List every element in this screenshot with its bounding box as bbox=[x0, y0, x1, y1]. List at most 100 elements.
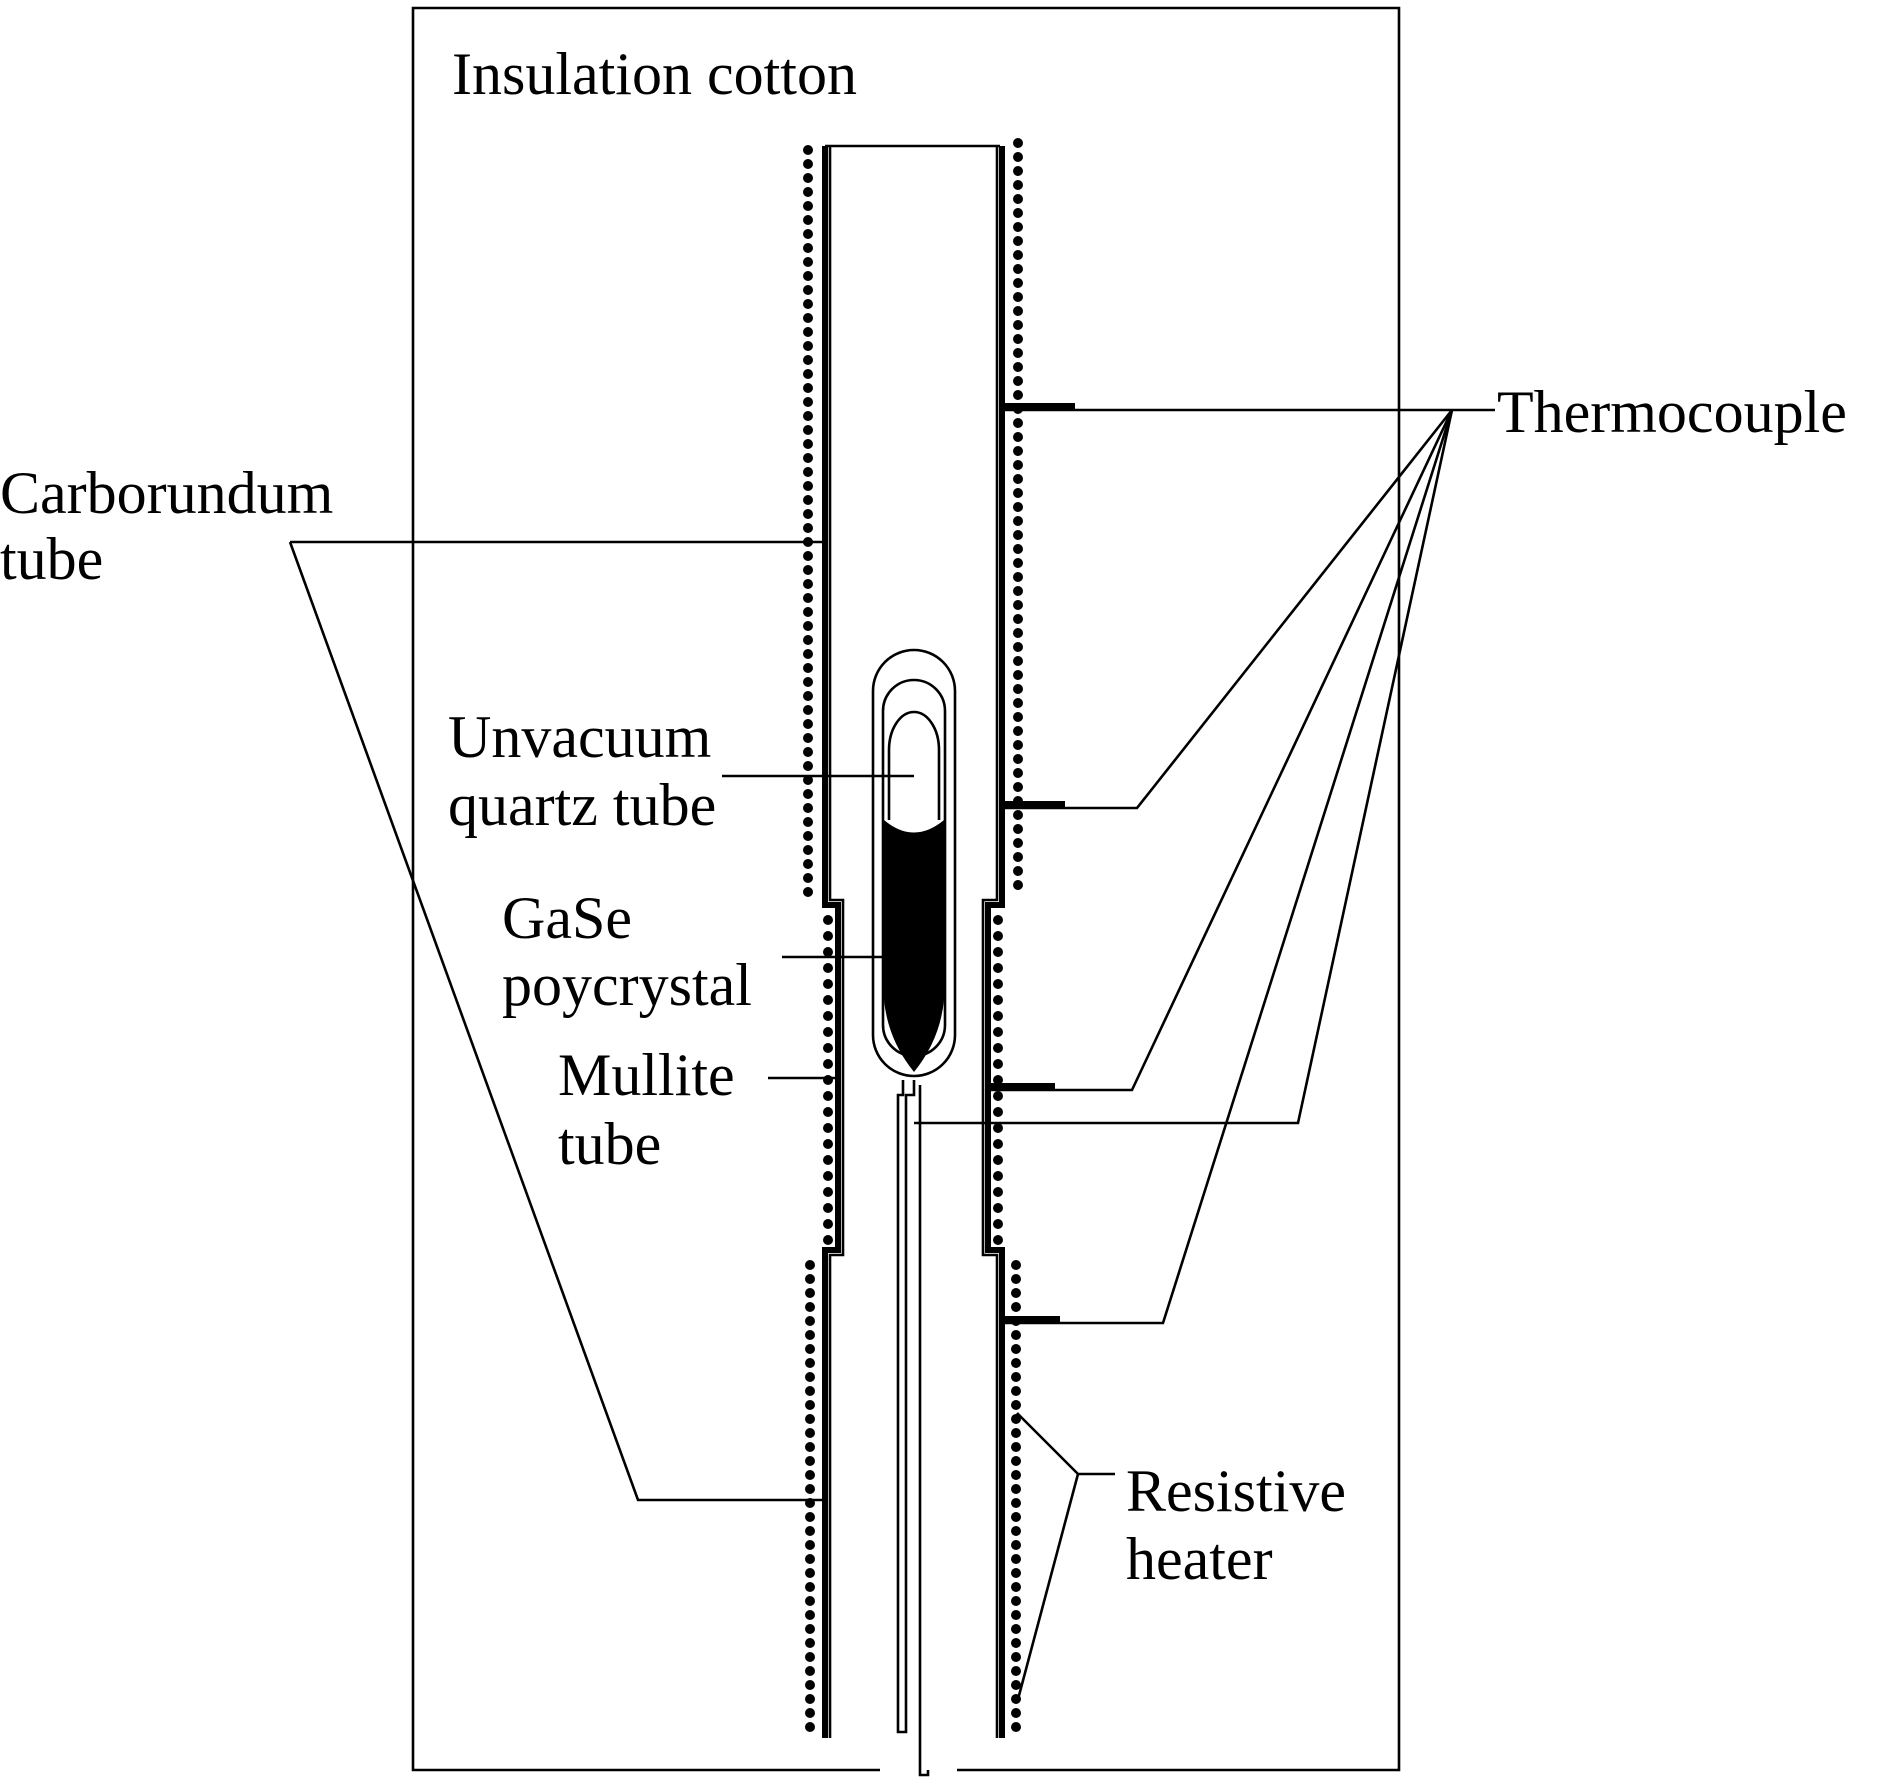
heater-coil-dot bbox=[1013, 418, 1023, 428]
label-quartz-line2: quartz tube bbox=[448, 772, 716, 838]
resistive-heater-coils bbox=[803, 138, 1023, 1732]
heater-coil-dot bbox=[1013, 530, 1023, 540]
heater-coil-dot bbox=[823, 1107, 833, 1117]
thermocouple-wire-center bbox=[918, 1085, 930, 1777]
heater-coil-dot bbox=[1013, 614, 1023, 624]
heater-coil-dot bbox=[1013, 222, 1023, 232]
heater-coil-dot bbox=[803, 677, 813, 687]
heater-coil-dot bbox=[1013, 334, 1023, 344]
heater-coil-dot bbox=[803, 495, 813, 505]
heater-coil-dot bbox=[805, 1344, 815, 1354]
heater-coil-dot bbox=[1011, 1554, 1021, 1564]
heater-coil-dot bbox=[805, 1302, 815, 1312]
heater-coil-dot bbox=[1011, 1666, 1021, 1676]
heater-coil-dot bbox=[993, 1043, 1003, 1053]
heater-coil-dot bbox=[805, 1386, 815, 1396]
heater-coil-dot bbox=[805, 1316, 815, 1326]
heater-coil-dot bbox=[805, 1680, 815, 1690]
heater-coil-dot bbox=[805, 1526, 815, 1536]
heater-coil-dot bbox=[993, 1107, 1003, 1117]
heater-coil-dot bbox=[805, 1456, 815, 1466]
heater-coil-dot bbox=[823, 931, 833, 941]
heater-coil-dot bbox=[1011, 1652, 1021, 1662]
heater-coil-dot bbox=[805, 1568, 815, 1578]
heater-coil-dot bbox=[803, 887, 813, 897]
heater-coil-dot bbox=[823, 1171, 833, 1181]
heater-coil-dot bbox=[1013, 432, 1023, 442]
heater-coil-dot bbox=[803, 607, 813, 617]
heater-coil-dot bbox=[1013, 194, 1023, 204]
heater-coil-dot bbox=[1013, 180, 1023, 190]
heater-coil-dot bbox=[805, 1582, 815, 1592]
carborundum-tube-right-inner bbox=[981, 146, 999, 1738]
heater-coil-dot bbox=[805, 1484, 815, 1494]
heater-coil-dot bbox=[803, 369, 813, 379]
heater-coil-dot bbox=[805, 1540, 815, 1550]
heater-coil-dot bbox=[803, 201, 813, 211]
heater-coil-dot bbox=[993, 1171, 1003, 1181]
heater-coil-dot bbox=[1013, 166, 1023, 176]
heater-coil-dot bbox=[1013, 376, 1023, 386]
gase-polycrystal-charge bbox=[884, 820, 944, 1072]
heater-coil-dot bbox=[1013, 292, 1023, 302]
heater-coil-dot bbox=[1011, 1540, 1021, 1550]
quartz-tube-outer bbox=[871, 648, 957, 1078]
heater-coil-dot bbox=[803, 285, 813, 295]
heater-coil-dot bbox=[823, 1155, 833, 1165]
heater-coil-dot bbox=[1013, 628, 1023, 638]
heater-coil-dot bbox=[803, 593, 813, 603]
heater-coil-dot bbox=[823, 1027, 833, 1037]
label-mullite-line2: tube bbox=[558, 1111, 661, 1177]
heater-coil-dot bbox=[805, 1624, 815, 1634]
resistive-heater-leaders bbox=[1015, 1412, 1115, 1704]
heater-coil-dot bbox=[805, 1722, 815, 1732]
heater-coil-dot bbox=[823, 1091, 833, 1101]
heater-coil-dot bbox=[803, 271, 813, 281]
heater-coil-dot bbox=[1011, 1428, 1021, 1438]
heater-coil-dot bbox=[805, 1330, 815, 1340]
heater-coil-dot bbox=[803, 187, 813, 197]
heater-coil-dot bbox=[803, 733, 813, 743]
heater-coil-dot bbox=[1011, 1610, 1021, 1620]
heater-coil-dot bbox=[993, 995, 1003, 1005]
heater-coil-dot bbox=[1011, 1414, 1021, 1424]
heater-coil-dot bbox=[1013, 838, 1023, 848]
label-insulation-cotton: Insulation cotton bbox=[452, 41, 857, 107]
heater-coil-dot bbox=[823, 1235, 833, 1245]
heater-coil-dot bbox=[993, 963, 1003, 973]
heater-coil-dot bbox=[803, 509, 813, 519]
heater-coil-dot bbox=[1011, 1260, 1021, 1270]
heater-coil-dot bbox=[1013, 768, 1023, 778]
heater-coil-dot bbox=[1011, 1274, 1021, 1284]
heater-coil-dot bbox=[803, 817, 813, 827]
heater-coil-dot bbox=[1013, 824, 1023, 834]
label-heater-line1: Resistive bbox=[1126, 1458, 1346, 1524]
heater-coil-dot bbox=[1013, 586, 1023, 596]
label-thermocouple: Thermocouple bbox=[1497, 379, 1847, 445]
heater-coil-dot bbox=[823, 1075, 833, 1085]
heater-coil-dot bbox=[993, 915, 1003, 925]
heater-coil-dot bbox=[803, 621, 813, 631]
heater-coil-dot bbox=[993, 1091, 1003, 1101]
label-carborundum-line2: tube bbox=[0, 526, 103, 592]
heater-coil-dot bbox=[1013, 264, 1023, 274]
insulation-cotton-box bbox=[411, 6, 1401, 1772]
heater-coil-dot bbox=[1013, 866, 1023, 876]
heater-coil-dot bbox=[823, 915, 833, 925]
heater-coil-dot bbox=[805, 1372, 815, 1382]
heater-coil-dot bbox=[1011, 1708, 1021, 1718]
heater-coil-dot bbox=[1011, 1526, 1021, 1536]
heater-coil-dot bbox=[1013, 558, 1023, 568]
heater-coil-dot bbox=[805, 1358, 815, 1368]
heater-coil-dot bbox=[1013, 446, 1023, 456]
heater-coil-dot bbox=[993, 1027, 1003, 1037]
heater-coil-dot bbox=[805, 1610, 815, 1620]
heater-coil-dot bbox=[805, 1596, 815, 1606]
heater-coil-dot bbox=[1011, 1288, 1021, 1298]
heater-coil-dot bbox=[803, 803, 813, 813]
heater-coil-dot bbox=[805, 1442, 815, 1452]
carborundum-tube-left-wall bbox=[822, 146, 841, 1738]
heater-coil-dot bbox=[993, 1203, 1003, 1213]
heater-coil-dot bbox=[803, 649, 813, 659]
heater-coil-dot bbox=[803, 257, 813, 267]
